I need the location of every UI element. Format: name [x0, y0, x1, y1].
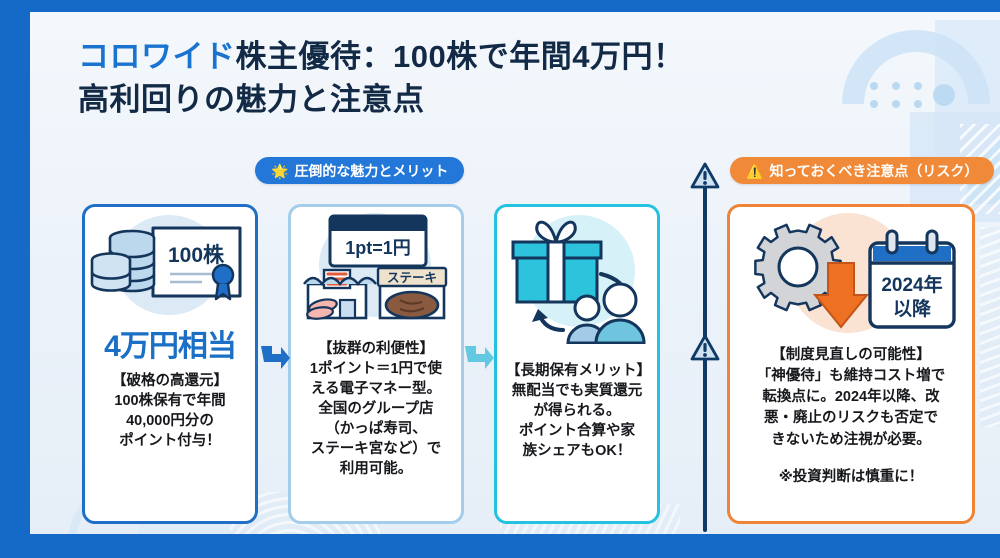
arrow-right-icon-1	[258, 338, 292, 372]
title-line-1-rest: 株主優待：100株で年間4万円！	[235, 39, 685, 74]
section-label-risks: ⚠️ 知っておくべき注意点（リスク）	[730, 157, 995, 184]
decor-arch-icon	[842, 30, 990, 104]
card-convenience: 1pt=1円 ステーキ	[288, 204, 464, 524]
title-line-2: 高利回りの魅力と注意点	[78, 81, 425, 117]
decor-stripes-right	[980, 227, 1000, 427]
card-shares-body: 100株保有で年間 40,000円分の ポイント付与！	[114, 393, 226, 449]
gift-and-family-share-icon	[497, 207, 657, 349]
inner-panel: コロワイド株主優待：100株で年間4万円！ 高利回りの魅力と注意点 🌟 圧倒的な…	[30, 12, 1000, 534]
card-risk-visual: 2024年 以降	[730, 207, 972, 343]
card-longterm-body: 無配当でも実質還元 が得られる。 ポイント合算や家 族シェアもOK！	[511, 383, 643, 459]
card-risk-text: 【制度見直しの可能性】 「神優待」も維持コスト増で 転換点に。2024年以降、改…	[730, 343, 972, 451]
section-divider	[685, 162, 725, 534]
warning-icon: ⚠️	[746, 162, 764, 179]
svg-text:2024年: 2024年	[881, 273, 942, 296]
brand-name: コロワイド	[78, 39, 236, 74]
page-title: コロワイド株主優待：100株で年間4万円！ 高利回りの魅力と注意点	[78, 36, 838, 122]
decor-dot-large	[933, 84, 955, 106]
card-risk: 2024年 以降 【制度見直しの可能性】 「神優待」も維持コスト増で 転換点に。…	[727, 204, 975, 524]
decor-square-large	[935, 20, 1000, 170]
svg-text:以降: 以降	[893, 297, 932, 320]
svg-text:ステーキ: ステーキ	[387, 271, 437, 285]
section-label-merits-text: 圧倒的な魅力とメリット	[294, 162, 449, 179]
gear-down-arrow-calendar-icon: 2024年 以降	[730, 207, 972, 343]
warning-triangle-icon-mid	[690, 334, 720, 362]
title-line-1: コロワイド株主優待：100株で年間4万円！	[78, 36, 838, 79]
decor-dot-grid	[870, 82, 950, 118]
arrow-right-icon-2	[462, 338, 496, 372]
section-label-merits: 🌟 圧倒的な魅力とメリット	[255, 157, 465, 184]
svg-text:100株: 100株	[168, 243, 225, 267]
card-risk-body: 「神優待」も維持コスト増で 転換点に。2024年以降、改 悪・廃止のリスクも否定…	[756, 368, 946, 448]
card-shares-text: 【破格の高還元】 100株保有で年間 40,000円分の ポイント付与！	[85, 365, 255, 451]
card-shares: 100株	[82, 204, 258, 524]
card-shares-amount: 4万円相当	[104, 330, 237, 363]
card-longterm: 【長期保有メリット】 無配当でも実質還元 が得られる。 ポイント合算や家 族シェ…	[494, 204, 660, 524]
card-convenience-text: 【抜群の利便性】 1ポイント＝1円で使 える電子マネー型。 全国のグループ店 （…	[291, 333, 461, 479]
star-icon: 🌟	[271, 162, 289, 179]
card-shares-heading: 【破格の高還元】	[112, 373, 228, 389]
card-shares-visual: 100株	[85, 207, 255, 325]
card-longterm-heading: 【長期保有メリット】	[506, 363, 651, 379]
card-convenience-visual: 1pt=1円 ステーキ	[291, 207, 461, 325]
section-label-risks-text: 知っておくべき注意点（リスク）	[769, 162, 979, 179]
svg-text:1pt=1円: 1pt=1円	[345, 238, 411, 258]
card-risk-note: ※投資判断は慎重に！	[778, 468, 924, 485]
prepaid-card-and-shops-icon: 1pt=1円 ステーキ	[291, 207, 461, 325]
coins-and-certificate-icon: 100株	[85, 207, 255, 325]
warning-triangle-icon-top	[690, 162, 720, 190]
card-convenience-heading: 【抜群の利便性】	[318, 341, 434, 357]
card-longterm-visual	[497, 207, 657, 349]
card-convenience-body: 1ポイント＝1円で使 える電子マネー型。 全国のグループ店 （かっぱ寿司、 ステ…	[309, 361, 443, 477]
card-longterm-text: 【長期保有メリット】 無配当でも実質還元 が得られる。 ポイント合算や家 族シェ…	[497, 355, 657, 461]
card-risk-heading: 【制度見直しの可能性】	[771, 347, 931, 363]
